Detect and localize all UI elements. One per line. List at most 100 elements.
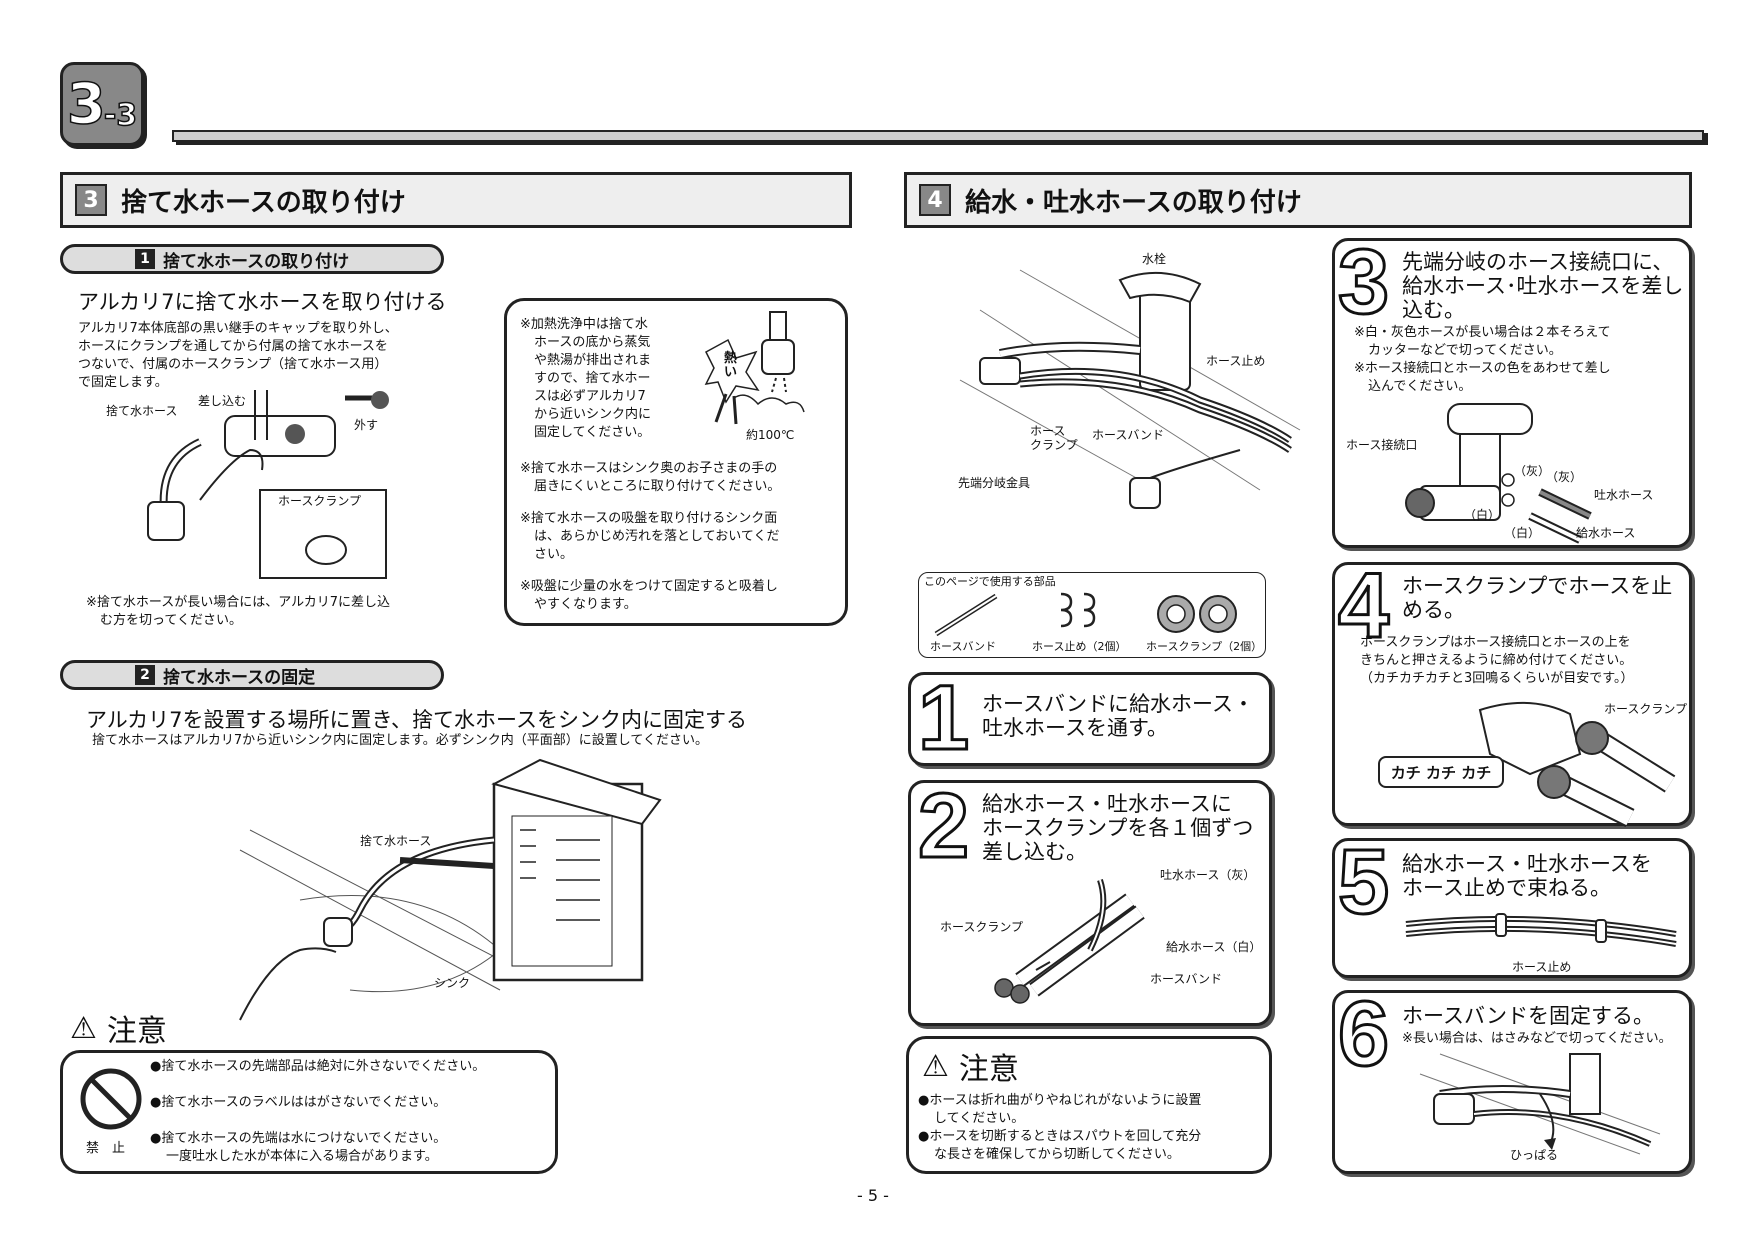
body-line: アルカリ7本体底部の黒い継手のキャップを取り外し、 [78,321,398,336]
label-in-hose: 給水ホース [1576,526,1636,540]
note3: ※捨て水ホースの吸盤を取り付けるシンク面 は、あらかじめ汚れを落としておいてくだ… [520,510,840,564]
step-1-box [908,672,1272,766]
note-line: ※捨て水ホースが長い場合には、アルカリ7に差し込 [86,595,390,610]
step-3-number: 3 [1336,231,1390,333]
caution-line: な長さを確保してから切断してください。 [934,1147,1180,1162]
step-5-box [1332,838,1692,978]
label-port: ホース接続口 [1346,438,1418,452]
caution-line: ●ホースを切断するときはスパウトを回して充分 [918,1129,1202,1144]
note-line: スは必ずアルカリ7 [534,389,646,404]
temp-label: 約100℃ [746,428,795,442]
sub2-body: 捨て水ホースはアルカリ7から近いシンク内に固定します。必ずシンク内（平面部）に設… [92,733,709,748]
label-pull: ひっぱる [1510,1148,1559,1162]
step-line: 込む。 [1402,298,1465,322]
step-6-note: ※長い場合は、はさみなどで切ってください。 [1402,1031,1672,1046]
note-line: から近いシンク内に [534,407,652,422]
step-3-text: 先端分岐のホース接続口に、 給水ホース･吐水ホースを差し 込む。 [1402,250,1683,322]
note-line: カッターなどで切ってください。 [1368,343,1562,358]
caution-item-3: ●捨て水ホースの先端は水につけないでください。 [150,1131,447,1146]
header-rule [172,130,1704,142]
step-line: ホースクランプを各１個ずつ [982,816,1254,840]
note-line: ※吸盤に少量の水をつけて固定すると吸着し [520,579,778,594]
step-1-text: ホースバンドに給水ホース・ 吐水ホースを通す。 [982,692,1254,740]
step-5-illustration [1405,913,1677,947]
label-white-1: （白） [1464,508,1501,522]
label-white-2: （白） [1504,526,1541,540]
caution-box-left [60,1050,558,1174]
section-header-4: 4 給水・吐水ホースの取り付け [904,172,1692,228]
label-gray-2: （灰） [1546,470,1583,484]
click-sound-label: カチ カチ カチ [1378,756,1504,788]
section-number: 4 [919,184,951,216]
body-line: つないで、付属のホースクランプ（捨て水ホース用） [78,357,388,372]
step-line: 給水ホース・吐水ホースに [982,792,1232,816]
label-waste-hose: 捨て水ホース [360,834,432,848]
label-band: ホースバンド [1150,972,1223,986]
label-hose-stop: ホース止め [1206,354,1266,368]
label-gray-1: （灰） [1514,464,1551,478]
body-line: で固定します。 [78,375,168,390]
part-clamp: ホースクランプ（2個） [1146,640,1263,653]
sub-number: 2 [135,665,155,685]
step-5-number: 5 [1336,831,1390,933]
parts-box [918,572,1266,658]
note-line: ※捨て水ホースの吸盤を取り付けるシンク面 [520,511,778,526]
prohibit-label: 禁 止 [86,1141,126,1156]
note-line: ※捨て水ホースはシンク奥のお子さまの手の [520,461,778,476]
step-6-text: ホースバンドを固定する。 [1402,1004,1654,1028]
label-in-hose: 給水ホース（白） [1166,940,1262,954]
note-line: （カチカチカチと3回鳴るくらいが目安です。） [1360,671,1634,686]
step-6-box [1332,990,1692,1174]
step-6-number: 6 [1336,983,1390,1085]
step-line: 給水ホース･吐水ホースを差し [1402,274,1684,298]
step-4-illustration [1478,701,1676,827]
step-line: める。 [1402,598,1465,622]
note-line: ※ホース接続口とホースの色をあわせて差し [1354,361,1611,376]
note-line: ※加熱洗浄中は捨て水 [520,317,648,332]
label-remove: 外す [354,418,379,432]
note-line: や熱湯が排出されま [534,353,652,368]
steam-illustration [704,311,805,425]
note-line: は、あらかじめ汚れを落としておいてくだ [534,529,780,544]
chapter-badge: 3-3 [60,62,144,146]
step-line: ホースバンドに給水ホース・ [982,692,1254,716]
warning-triangle-icon: ⚠ [922,1048,949,1084]
caution-title: 注意 [958,1052,1019,1087]
note-line: む方を切ってください。 [100,613,242,628]
label-faucet: 水栓 [1142,252,1167,266]
step-line: 先端分岐のホース接続口に、 [1402,250,1674,274]
label-clamp: ホースクランプ [278,494,362,508]
step-2-box [908,780,1272,1026]
step-2-illustration [994,879,1145,1004]
sub1-body: アルカリ7本体底部の黒い継手のキャップを取り外し、 ホースにクランプを通してから… [78,320,478,392]
body-line: ホースにクランプを通してから付属の捨て水ホースを [78,339,388,354]
note-line: ホースクランプはホース接続口とホースの上を [1360,635,1631,650]
caution-line: ●ホースは折れ曲がりやねじれがないように設置 [918,1093,1202,1108]
sub-title: 捨て水ホースの取り付け [163,251,350,272]
step-line: ホースクランプでホースを止 [1402,574,1673,598]
note-line: やすくなります。 [534,597,637,612]
section-title: 捨て水ホースの取り付け [121,187,406,218]
page-number: - 5 - [857,1186,889,1205]
prohibit-icon [80,1068,142,1130]
step-line: ホース止めで束ねる。 [1402,876,1611,900]
step-2-text: 給水ホース・吐水ホースに ホースクランプを各１個ずつ 差し込む。 [982,792,1253,864]
caution-item-2: ●捨て水ホースのラベルははがさないでください。 [150,1095,447,1110]
note-line: 込んでください。 [1368,379,1472,394]
section-number: 3 [75,184,107,216]
caution-heading-right: ⚠ 注意 [922,1044,1019,1088]
label-out-hose: 吐水ホース（灰） [1160,868,1256,882]
hot-label: 熱い [724,351,738,380]
note-line: 固定してください。 [534,425,651,440]
sub2-heading: アルカリ7を設置する場所に置き、捨て水ホースをシンク内に固定する [86,708,747,732]
caution-box-right [906,1036,1272,1174]
note-line: ※白・灰色ホースが長い場合は２本そろえて [1354,325,1611,340]
parts-illustration [934,592,1237,637]
step-4-number: 4 [1336,555,1390,657]
label-sink: シンク [434,976,471,990]
sub-number: 1 [135,249,155,269]
warning-triangle-icon: ⚠ [70,1010,97,1046]
step-4-notes: ホースクランプはホース接続口とホースの上を きちんと押さえるように締め付けてくだ… [1360,634,1688,688]
sub1-note: ※捨て水ホースが長い場合には、アルカリ7に差し込 む方を切ってください。 [86,594,486,630]
label-hose-stop: ホース止め [1512,960,1572,974]
